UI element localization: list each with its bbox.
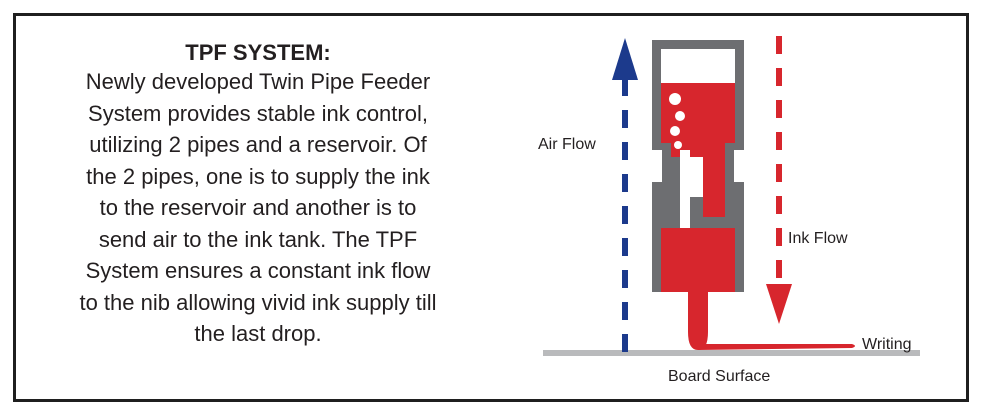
description-line: Newly developed Twin Pipe Feeder <box>85 69 431 94</box>
ink-flow-label: Ink Flow <box>788 230 848 247</box>
description-line: to the nib allowing vivid ink supply til… <box>79 289 437 315</box>
air-pipe <box>680 150 690 220</box>
description-line: to the reservoir and another is to <box>99 195 417 220</box>
description-block: TPF SYSTEM: Newly developed Twin Pipe Fe… <box>28 40 488 350</box>
description-line: System ensures a constant ink flow <box>85 258 431 283</box>
air-bubble <box>675 111 685 121</box>
outer-frame <box>13 13 969 402</box>
air-bubble <box>674 141 682 149</box>
ink-flow-arrowhead <box>766 284 792 324</box>
writing-label: Writing <box>862 336 912 353</box>
description-line: send air to the ink tank. The TPF <box>98 226 418 252</box>
ink-reservoir <box>661 228 735 292</box>
pen-nib <box>688 292 708 350</box>
writing-line <box>698 344 855 350</box>
air-bubble <box>670 126 680 136</box>
description-line: System provides stable ink control, <box>88 100 428 126</box>
board-surface-label: Board Surface <box>668 368 770 385</box>
ink-tank-empty <box>661 49 735 83</box>
description-line: the 2 pipes, one is to supply the ink <box>86 163 430 189</box>
air-flow-label: Air Flow <box>538 136 596 153</box>
description-title: TPF SYSTEM: <box>185 40 331 65</box>
ink-pipe-gap <box>690 157 703 197</box>
air-flow-arrowhead <box>612 38 638 80</box>
description-line: utilizing 2 pipes and a reservoir. Of <box>89 132 427 157</box>
description-line: the last drop. <box>194 321 322 346</box>
air-pipe-lower <box>680 214 690 228</box>
ink-pipe <box>703 157 725 217</box>
air-bubble <box>669 93 681 105</box>
board-surface <box>543 350 920 356</box>
